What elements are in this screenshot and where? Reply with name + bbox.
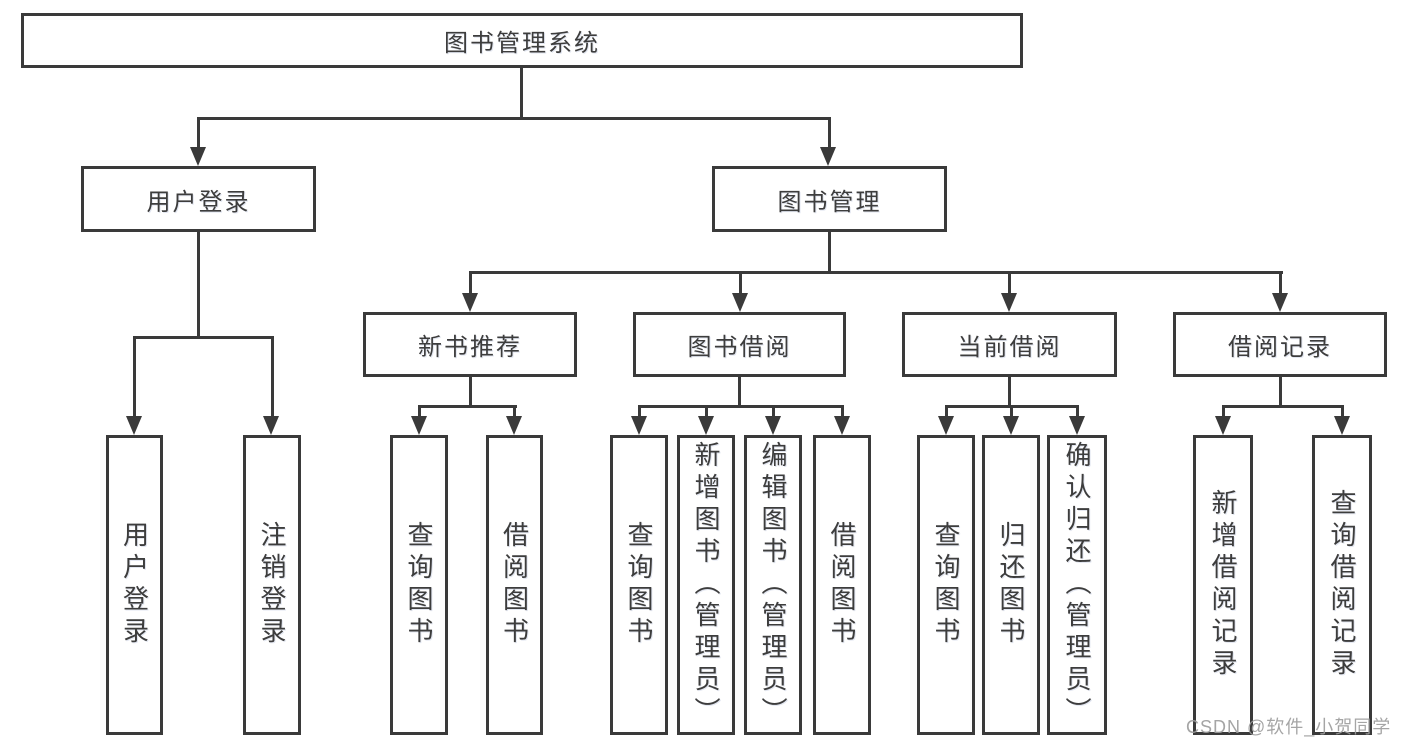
leaf-label: 编辑图书（管理员） [758,441,788,729]
watermark-text: CSDN @软件_小贺同学 [1186,717,1392,737]
leaf-query-books-current: 查询图书 [917,435,975,735]
connector-user-login-crossbar [133,336,274,339]
arrowhead-down-icon [631,416,647,435]
leaf-label: 注销登录 [257,521,287,649]
arrowhead-down-icon [938,416,954,435]
leaf-query-books-recommend: 查询图书 [390,435,448,735]
node-label: 图书管理系统 [444,30,600,57]
leaf-label: 查询借阅记录 [1327,489,1357,681]
node-book-borrowing: 图书借阅 [633,312,846,377]
node-user-login: 用户登录 [81,166,316,232]
leaf-borrow-books-borrow: 借阅图书 [813,435,871,735]
arrowhead-down-icon [1003,416,1019,435]
node-book-management: 图书管理 [712,166,947,232]
leaf-add-books-admin: 新增图书（管理员） [677,435,735,735]
connector-to-current-borrowing [1008,271,1011,297]
node-label: 借阅记录 [1228,334,1332,361]
connector-to-leaf [1010,405,1013,418]
connector-to-new-book-recommendation [469,271,472,297]
arrowhead-down-icon [732,293,748,312]
connector-to-leaf [772,405,775,418]
arrowhead-down-icon [1272,293,1288,312]
connector-to-user-login [197,117,200,150]
connector-to-leaf [841,405,844,418]
connector-to-leaf [1076,405,1079,418]
leaf-label: 新增图书（管理员） [691,441,721,729]
connector-to-leaf-logout [271,336,274,418]
connector-records-stem [1279,377,1282,408]
leaf-user-login: 用户登录 [106,435,163,735]
node-label: 当前借阅 [957,334,1062,361]
leaf-add-borrow-record: 新增借阅记录 [1193,435,1253,735]
connector-to-leaf-user-login [133,336,136,418]
leaf-label: 用户登录 [119,521,150,649]
leaf-label: 查询图书 [624,521,654,649]
leaf-query-books-borrow: 查询图书 [610,435,668,735]
leaf-return-books: 归还图书 [982,435,1040,735]
leaf-label: 归还图书 [996,521,1026,649]
leaf-label: 查询图书 [404,521,434,649]
leaf-logout: 注销登录 [243,435,301,735]
connector-to-leaf [638,405,641,418]
connector-to-book-borrowing [739,271,742,297]
connector-root-crossbar [197,117,831,120]
connector-to-book-management [828,117,831,150]
connector-to-leaf [418,405,421,418]
connector-to-borrowing-records [1279,271,1282,297]
node-library-management-system: 图书管理系统 [21,13,1023,68]
connector-to-leaf [513,405,516,418]
arrowhead-down-icon [1215,416,1231,435]
connector-to-leaf [945,405,948,418]
arrowhead-down-icon [506,416,522,435]
connector-to-leaf [1341,405,1344,418]
arrowhead-down-icon [834,416,850,435]
leaf-label: 查询图书 [931,521,961,649]
leaf-query-borrow-record: 查询借阅记录 [1312,435,1372,735]
connector-book-management-stem [828,232,831,274]
arrowhead-down-icon [1069,416,1085,435]
connector-user-login-stem [197,232,200,339]
connector-borrow-stem [738,377,741,408]
node-new-book-recommendation: 新书推荐 [363,312,577,377]
arrowhead-down-icon [190,147,206,166]
leaf-label: 借阅图书 [499,521,530,649]
connector-current-stem [1008,377,1011,408]
arrowhead-down-icon [411,416,427,435]
arrowhead-down-icon [1001,293,1017,312]
connector-root-stem [520,68,523,119]
connector-book-management-crossbar [469,271,1283,274]
node-label: 新书推荐 [418,334,522,361]
arrowhead-down-icon [126,416,142,435]
node-label: 用户登录 [146,188,251,216]
leaf-label: 借阅图书 [827,521,857,649]
leaf-edit-books-admin: 编辑图书（管理员） [744,435,802,735]
leaf-confirm-return-admin: 确认归还（管理员） [1047,435,1107,735]
arrowhead-down-icon [462,293,478,312]
arrowhead-down-icon [765,416,781,435]
arrowhead-down-icon [698,416,714,435]
leaf-label: 新增借阅记录 [1208,489,1238,681]
leaf-label: 确认归还（管理员） [1062,441,1092,729]
node-label: 图书管理 [777,188,882,216]
arrowhead-down-icon [263,416,279,435]
connector-to-leaf [1222,405,1225,418]
connector-recommend-crossbar [418,405,517,408]
node-borrowing-records: 借阅记录 [1173,312,1387,377]
connector-to-leaf [705,405,708,418]
arrowhead-down-icon [1334,416,1350,435]
node-current-borrowing: 当前借阅 [902,312,1117,377]
connector-borrow-crossbar [638,405,844,408]
connector-records-crossbar [1222,405,1344,408]
node-label: 图书借阅 [687,334,792,361]
connector-recommend-stem [469,377,472,408]
arrowhead-down-icon [820,147,836,166]
leaf-borrow-books-recommend: 借阅图书 [486,435,543,735]
